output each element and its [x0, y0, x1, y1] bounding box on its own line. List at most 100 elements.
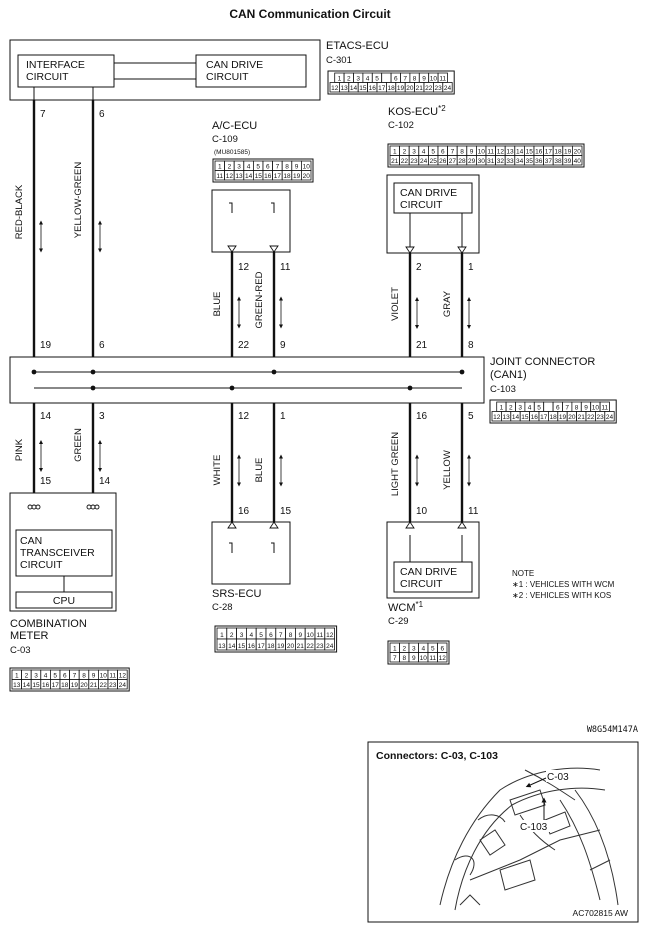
ac-ecu-box	[211, 189, 291, 253]
srs-pin-label: 22	[306, 643, 314, 650]
kos-ecu-pin-label: 28	[458, 158, 466, 165]
kos-can-drive-label-1: CAN DRIVE	[400, 187, 457, 199]
interface-circuit-label-2: CIRCUIT	[26, 71, 69, 83]
cpu-label: CPU	[53, 595, 75, 607]
srs-pin-label: 6	[269, 632, 273, 639]
splice-dot	[229, 385, 235, 391]
wire-w7-pin-bottom: 15	[40, 476, 52, 487]
srs-pin-label: 23	[316, 643, 324, 650]
joint-pin-label: 24	[606, 414, 614, 421]
kos-ecu-pin-label: 1	[393, 149, 397, 156]
wcm-pin-label: 10	[420, 655, 428, 662]
ac-ecu-pin-label: 19	[293, 173, 301, 180]
wire-w8-color: GREEN	[73, 428, 84, 462]
wcm-pin-label: 9	[412, 655, 416, 662]
ac-ecu-pin-label: 10	[303, 164, 311, 171]
joint-pin-label: 19	[559, 414, 567, 421]
joint-pin-label: 21	[578, 414, 586, 421]
srs-pin-label: 14	[228, 643, 236, 650]
meter-pin-label: 13	[13, 682, 21, 689]
wcm-connector-id: C-29	[388, 616, 409, 627]
wcm-pin	[437, 652, 448, 663]
wire-w7-pin-top: 14	[40, 411, 52, 422]
wire-w10-color: BLUE	[254, 458, 265, 483]
srs-pin-label: 9	[298, 632, 302, 639]
meter-pin-label: 1	[15, 673, 19, 680]
ac-ecu-pin-label: 9	[295, 164, 299, 171]
meter-pin-label: 8	[82, 673, 86, 680]
wire-w5-pin-bottom: 21	[416, 340, 428, 351]
etacs-ecu-connector-id: C-301	[326, 55, 352, 66]
inset-title: Connectors: C-03, C-103	[376, 750, 498, 762]
srs-pin-label: 1	[220, 632, 224, 639]
ac-ecu-pin-label: 2	[228, 164, 232, 171]
srs-pin-label: 21	[297, 643, 305, 650]
ac-ecu-pin-label: 17	[274, 173, 282, 180]
joint-pin-label: 16	[531, 414, 539, 421]
kos-can-drive-label-2: CIRCUIT	[400, 199, 443, 211]
meter-pin-label: 5	[53, 673, 57, 680]
wires: 719RED-BLACK66YELLOW-GREEN1222BLUE119GRE…	[14, 100, 479, 562]
wire-w4-color: GREEN-RED	[254, 271, 265, 328]
meter-pin-label: 21	[90, 682, 98, 689]
wcm-pin-label: 12	[439, 655, 447, 662]
combination-meter-connector-id: C-03	[10, 645, 31, 656]
wire-w6-pin-top: 1	[468, 262, 474, 273]
kos-ecu-pin-label: 13	[506, 149, 514, 156]
joint-pin-label: 1	[500, 405, 504, 412]
kos-ecu-pin-label: 26	[439, 158, 447, 165]
wcm-pin-label: 1	[393, 646, 397, 653]
kos-ecu-box	[386, 174, 480, 254]
wire-w1-pin-top: 7	[40, 109, 46, 120]
wire-w11-pin-top: 16	[416, 411, 428, 422]
meter-pin-label: 16	[42, 682, 50, 689]
ac-ecu-connector-id: C-109	[212, 134, 238, 145]
etacs-pin-label: 7	[403, 76, 407, 83]
meter-pin-label: 20	[80, 682, 88, 689]
joint-pin-label: 20	[568, 414, 576, 421]
srs-pin-label: 24	[326, 643, 334, 650]
meter-pin-label: 23	[109, 682, 117, 689]
etacs-pin-label: 3	[356, 76, 360, 83]
etacs-pin-label: 1	[338, 76, 342, 83]
srs-pin	[324, 638, 335, 651]
combination-meter-box	[9, 492, 117, 612]
ac-ecu-pin-label: 7	[276, 164, 280, 171]
srs-pin-label: 15	[238, 643, 246, 650]
srs-pin-label: 12	[326, 632, 334, 639]
splice-dot	[90, 369, 96, 375]
etacs-pin	[442, 82, 453, 93]
wcm-pin-label: 6	[440, 646, 444, 653]
joint-pin-label: 7	[565, 405, 569, 412]
etacs-ecu-box	[9, 39, 321, 101]
meter-pin-label: 18	[61, 682, 69, 689]
wire-w11-color: LIGHT GREEN	[390, 432, 401, 496]
meter-pin-label: 17	[52, 682, 60, 689]
srs-pin-label: 11	[317, 632, 324, 639]
meter-pin-label: 24	[119, 682, 127, 689]
note: NOTE ∗1 : VEHICLES WITH WCM ∗2 : VEHICLE…	[512, 569, 615, 600]
srs-pin-label: 16	[248, 643, 256, 650]
kos-ecu-pin-label: 10	[478, 149, 486, 156]
wire-w3-color: BLUE	[212, 292, 223, 317]
kos-ecu-pin-label: 25	[430, 158, 438, 165]
joint-pin-label: 11	[601, 405, 608, 412]
kos-ecu-pin-label: 35	[526, 158, 534, 165]
srs-pin-label: 13	[218, 643, 226, 650]
etacs-pin-label: 5	[375, 76, 379, 83]
wire-w9-pin-bottom: 16	[238, 506, 250, 517]
etacs-pin-label: 11	[439, 76, 446, 83]
joint-pin-label: 9	[584, 405, 588, 412]
kos-ecu-pin-label: 21	[391, 158, 399, 165]
meter-pin-label: 9	[92, 673, 96, 680]
kos-ecu-pin-label: 4	[422, 149, 426, 156]
etacs-pin-label: 20	[406, 85, 414, 92]
etacs-pin-label: 12	[331, 85, 339, 92]
etacs-pin-label: 10	[430, 76, 438, 83]
kos-ecu-pin-label: 15	[526, 149, 534, 156]
joint-pin	[543, 401, 554, 412]
page-title: CAN Communication Circuit	[229, 7, 390, 21]
